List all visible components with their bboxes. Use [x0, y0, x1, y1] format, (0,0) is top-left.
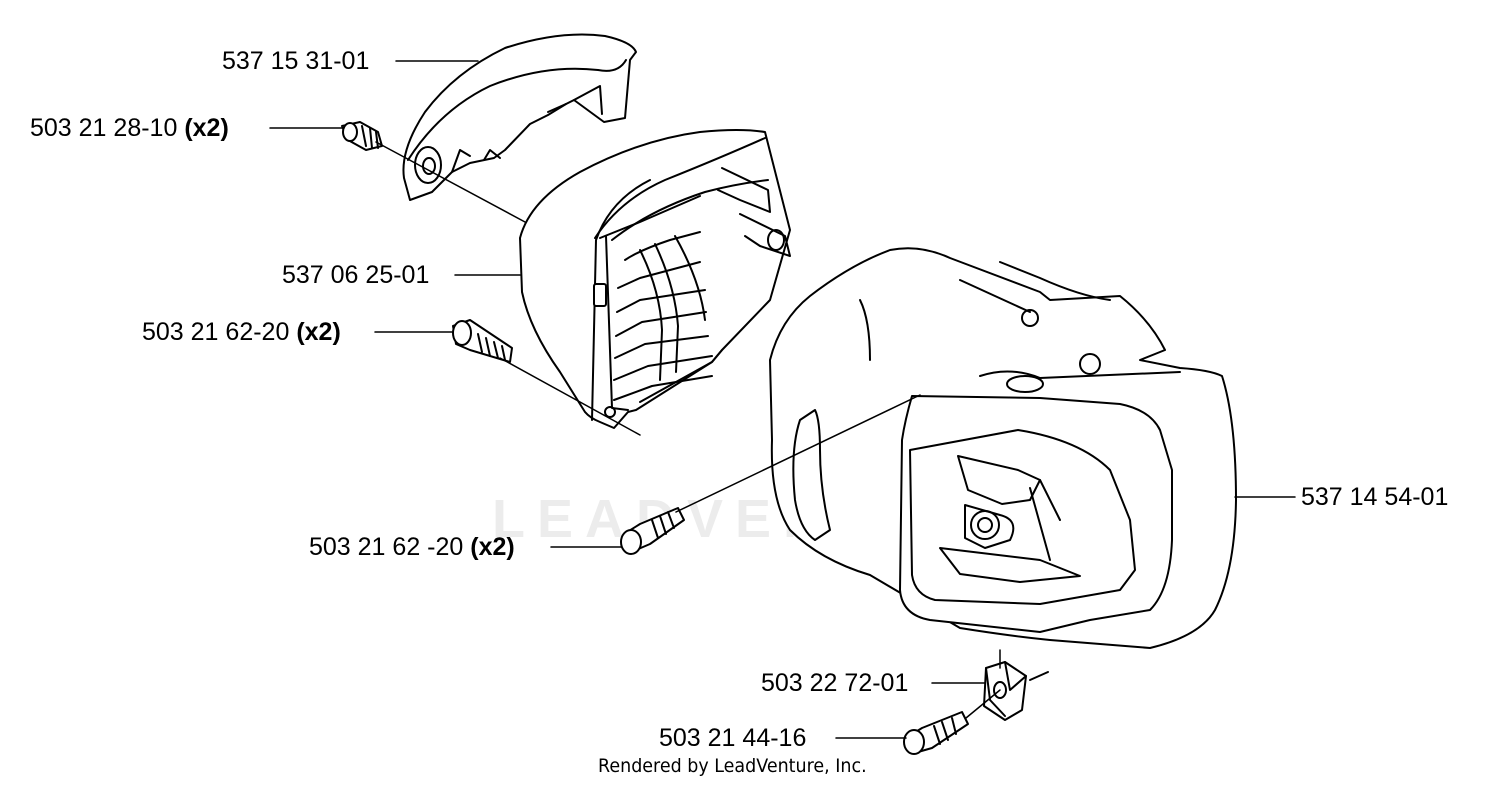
top-cover-part [402, 33, 637, 201]
label-housing-right: 537 14 54-01 [1301, 483, 1449, 511]
right-housing-part [769, 247, 1237, 649]
label-screw-top: 503 21 28-10 (x2) [30, 114, 229, 142]
screw-left-part [452, 319, 513, 363]
qty-screw-left: (x2) [296, 318, 341, 346]
qty-screw-top: (x2) [184, 114, 229, 142]
left-housing-part [519, 129, 791, 429]
qty-screw-center: (x2) [470, 533, 515, 561]
label-screw-center: 503 21 62 -20 (x2) [309, 533, 515, 561]
label-screw-left: 503 21 62-20 (x2) [142, 318, 341, 346]
screw-top-part [341, 121, 383, 151]
footer-credit: Rendered by LeadVenture, Inc. [598, 755, 867, 777]
label-top-cover: 537 15 31-01 [222, 47, 370, 75]
screw-center-part [620, 507, 685, 555]
label-screw-bottom: 503 21 44-16 [659, 724, 807, 752]
screw-bottom-part [903, 711, 969, 755]
label-housing-left: 537 06 25-01 [282, 261, 430, 289]
clip-part [983, 661, 1049, 721]
assembly-lines [375, 141, 1001, 719]
label-clip: 503 22 72-01 [761, 669, 909, 697]
leader-lines [269, 60, 1296, 739]
